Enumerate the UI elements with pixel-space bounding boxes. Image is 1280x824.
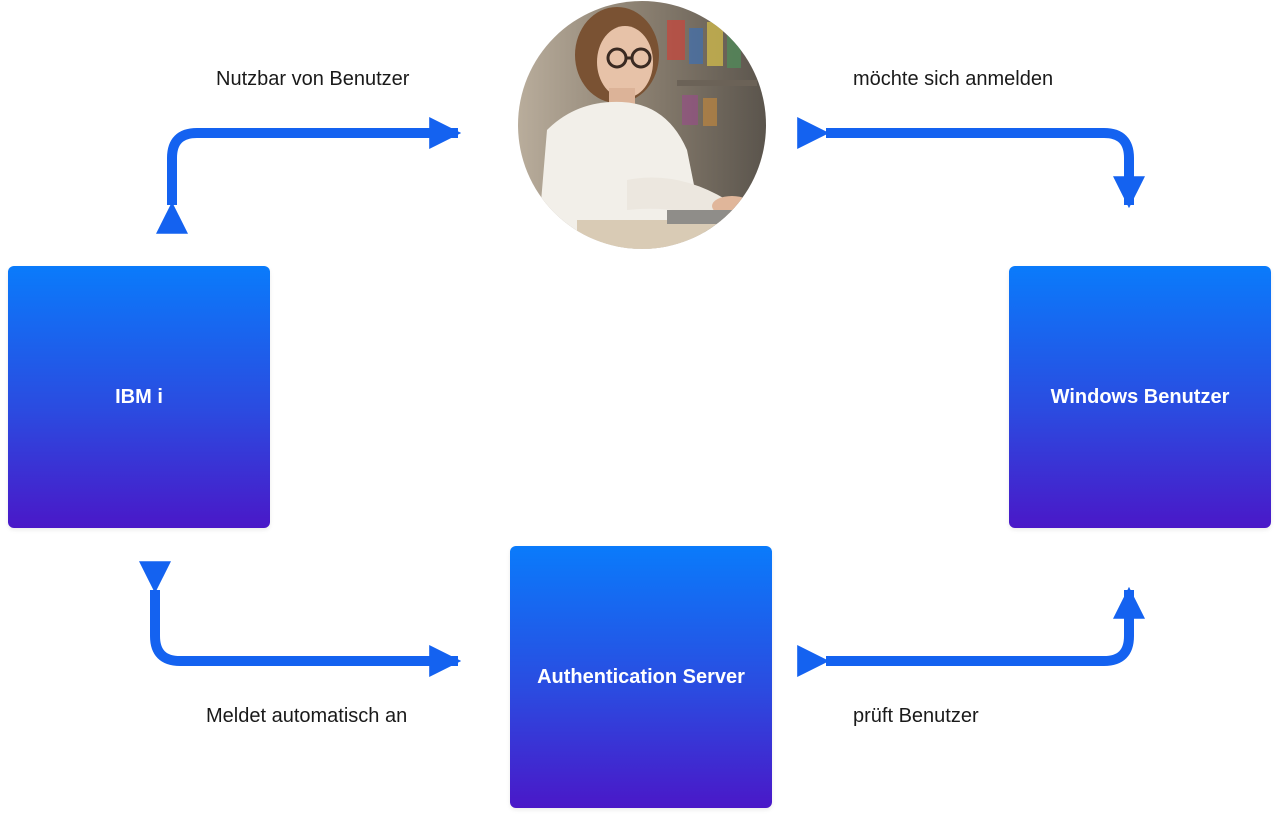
arrow-ibm-auth [138, 561, 462, 678]
label-wants-to-login: möchte sich anmelden [853, 68, 1054, 90]
windows-user-box: Windows Benutzer [1009, 266, 1271, 528]
arrow-user-windows [797, 116, 1146, 209]
label-checks-user: prüft Benutzer [853, 705, 979, 727]
user-photo [518, 1, 766, 249]
ibm-i-box: IBM i [8, 266, 270, 528]
authentication-server-box: Authentication Server [510, 546, 772, 808]
arrow-user-ibm [155, 116, 462, 234]
authentication-server-label: Authentication Server [537, 665, 745, 688]
arrow-auth-windows [797, 586, 1146, 678]
label-auto-login: Meldet automatisch an [206, 705, 408, 727]
ibm-i-label: IBM i [115, 385, 163, 408]
windows-user-label: Windows Benutzer [1050, 385, 1230, 408]
label-usable-by-user: Nutzbar von Benutzer [216, 68, 410, 90]
